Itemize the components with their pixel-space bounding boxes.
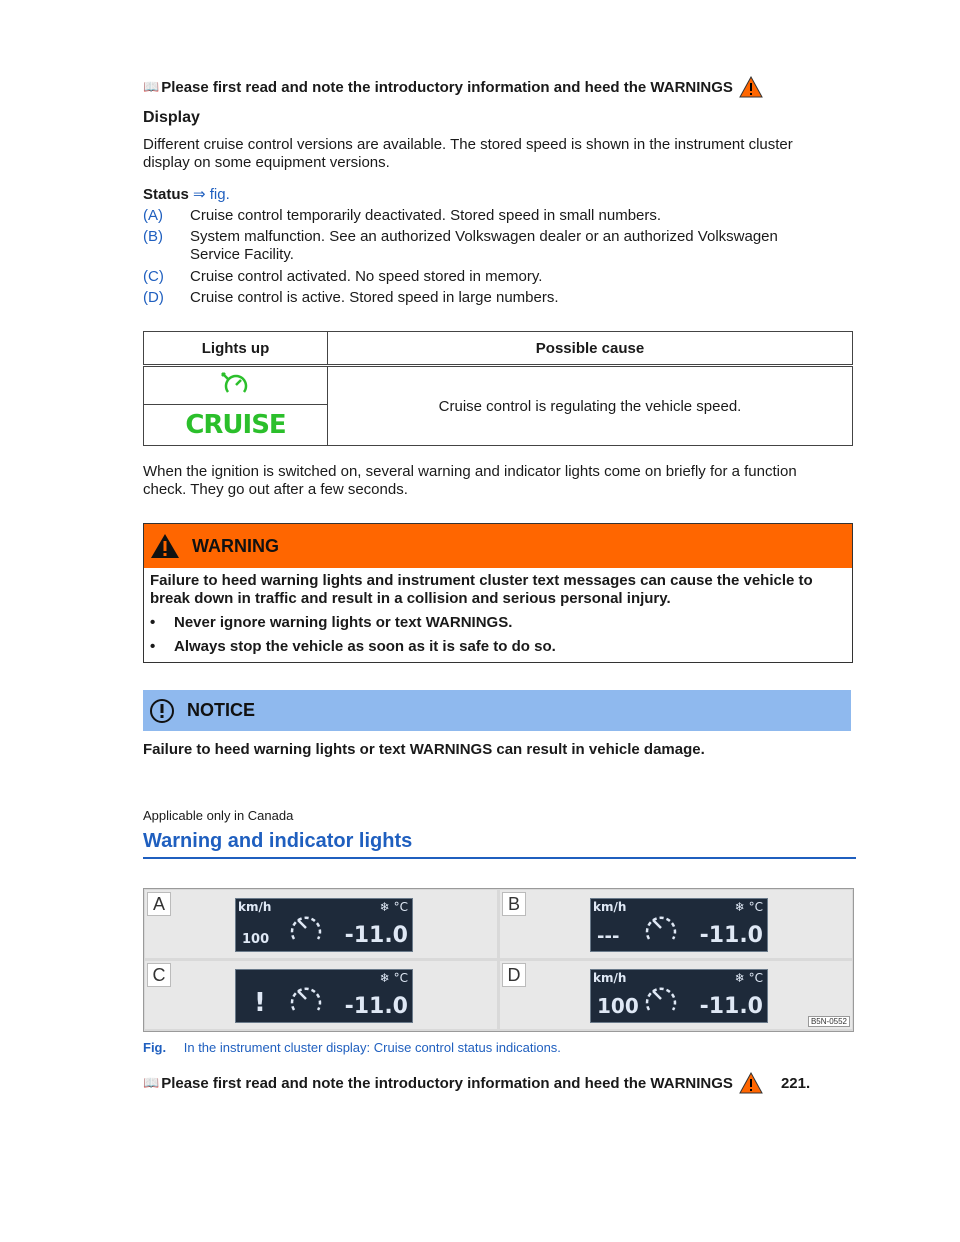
exclamation-circle-icon (150, 698, 174, 723)
cluster-display: km/h --- ❄ °C -11.0 (590, 898, 768, 952)
status-item-a: (A) Cruise control temporarily deactivat… (143, 207, 830, 225)
cruise-speedometer-icon (220, 371, 247, 393)
ignition-paragraph: When the ignition is switched on, severa… (143, 463, 797, 498)
speed-unit: km/h (238, 900, 272, 914)
speedometer-icon (290, 916, 322, 940)
cluster-display: km/h 100 ❄ °C -11.0 (235, 898, 413, 952)
panel-label: C (147, 963, 171, 987)
warning-triangle-icon (151, 534, 179, 558)
figure-panel-b: B km/h --- ❄ °C -11.0 (500, 890, 852, 958)
status-key[interactable]: (A) (143, 207, 163, 224)
notice-text: Failure to heed warning lights or text W… (143, 741, 705, 758)
warning-header: WARNING (144, 524, 852, 568)
temperature-unit: ❄ °C (734, 971, 763, 985)
col-possible-cause: Possible cause (327, 331, 853, 367)
stored-speed: ! (254, 988, 266, 1018)
stored-speed: --- (597, 926, 620, 947)
speed-unit: km/h (593, 900, 627, 914)
intro-line-bottom: 📖 Please first read and note the introdu… (143, 1072, 810, 1094)
status-fig-link[interactable]: ⇒ fig. (193, 186, 230, 203)
warning-bullet: • Never ignore warning lights or text WA… (150, 614, 846, 632)
notice-title: NOTICE (187, 700, 256, 720)
speedometer-icon (290, 987, 322, 1011)
section-rule (143, 857, 856, 859)
status-label: Status (143, 186, 189, 203)
warning-box: WARNING Failure to heed warning lights a… (143, 523, 853, 663)
stored-speed: 100 (597, 994, 639, 1018)
temperature: -11.0 (344, 923, 408, 948)
intro-text-bottom: Please first read and note the introduct… (161, 1074, 733, 1092)
temperature-unit: ❄ °C (734, 900, 763, 914)
bullet-text: Always stop the vehicle as soon as it is… (174, 638, 556, 655)
stored-speed: 100 (242, 932, 270, 947)
warning-triangle-icon (739, 1072, 763, 1094)
col-lights-up: Lights up (143, 331, 328, 367)
speedometer-icon (645, 916, 677, 940)
temperature: -11.0 (699, 994, 763, 1019)
status-text: Cruise control activated. No speed store… (190, 268, 543, 285)
book-icon: 📖 (143, 79, 160, 94)
cruise-icon-cell (143, 365, 328, 405)
page-ref[interactable]: 221. (780, 1074, 811, 1092)
cluster-display: ! ❄ °C -11.0 (235, 969, 413, 1023)
status-item-c: (C) Cruise control activated. No speed s… (143, 268, 830, 286)
applicable-note: Applicable only in Canada (143, 808, 294, 823)
bullet-dot: • (150, 614, 156, 631)
display-heading: Display (143, 109, 200, 126)
figure-panel-a: A km/h 100 ❄ °C -11.0 (145, 890, 497, 958)
status-text: System malfunction. See an authorized Vo… (190, 228, 778, 263)
warning-title: WARNING (192, 535, 279, 556)
figure-code: B5N-0552 (807, 1016, 850, 1027)
intro-line-top: 📖 Please first read and note the introdu… (143, 76, 763, 98)
warning-body: Failure to heed warning lights and instr… (144, 568, 852, 662)
caption-label: Fig. (143, 1040, 167, 1055)
figure-panel-d: D km/h 100 ❄ °C -11.0 B5N-0552 (500, 961, 852, 1029)
bullet-text: Never ignore warning lights or text WARN… (174, 614, 513, 631)
warning-triangle-icon (739, 76, 763, 98)
lights-table: Lights up Possible cause Cruise control … (143, 331, 853, 446)
status-key[interactable]: (D) (143, 289, 164, 306)
bullet-dot: • (150, 638, 156, 655)
temperature: -11.0 (699, 923, 763, 948)
section-title: Warning and indicator lights (143, 830, 413, 852)
cluster-display: km/h 100 ❄ °C -11.0 (590, 969, 768, 1023)
warning-text: Failure to heed warning lights and instr… (150, 572, 813, 607)
cruise-text-icon: CRUISE (185, 410, 286, 440)
temperature: -11.0 (344, 994, 408, 1019)
figure-caption: Fig. In the instrument cluster display: … (143, 1040, 561, 1055)
cruise-label-cell: CRUISE (143, 404, 328, 446)
status-item-b: (B) System malfunction. See an authorize… (143, 228, 830, 264)
temperature-unit: ❄ °C (379, 900, 408, 914)
panel-label: A (147, 892, 171, 916)
notice-header: NOTICE (143, 690, 851, 731)
cause-cell: Cruise control is regulating the vehicle… (327, 365, 853, 446)
caption-text: In the instrument cluster display: Cruis… (183, 1040, 561, 1055)
intro-text-top: Please first read and note the introduct… (161, 78, 733, 96)
figure-panel-c: C ! ❄ °C -11.0 (145, 961, 497, 1029)
cluster-figure: A km/h 100 ❄ °C -11.0 B km/h --- ❄ °C -1… (143, 888, 854, 1032)
status-item-d: (D) Cruise control is active. Stored spe… (143, 289, 830, 307)
display-paragraph: Different cruise control versions are av… (143, 136, 793, 171)
speed-unit: km/h (593, 971, 627, 985)
speedometer-icon (645, 987, 677, 1011)
book-icon: 📖 (143, 1075, 160, 1090)
status-text: Cruise control temporarily deactivated. … (190, 207, 662, 224)
status-line: Status ⇒ fig. (143, 186, 843, 204)
status-key[interactable]: (C) (143, 268, 164, 285)
warning-bullet: • Always stop the vehicle as soon as it … (150, 638, 846, 656)
temperature-unit: ❄ °C (379, 971, 408, 985)
panel-label: B (502, 892, 526, 916)
status-key[interactable]: (B) (143, 228, 163, 245)
status-text: Cruise control is active. Stored speed i… (190, 289, 559, 306)
panel-label: D (502, 963, 526, 987)
